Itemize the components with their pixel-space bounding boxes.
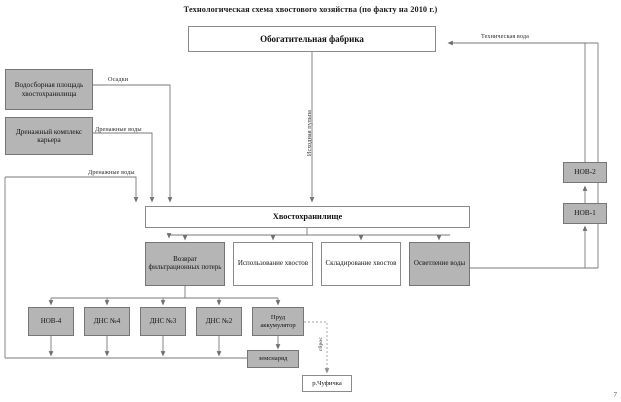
page-title: Технологическая схема хвостового хозяйст… <box>183 5 438 14</box>
node-dns-2[interactable]: ДНС №2 <box>196 307 242 336</box>
node-dredge[interactable]: земснаряд <box>247 350 299 368</box>
node-dns-4-label: ДНС №4 <box>93 316 121 325</box>
node-nov-1-label: НОВ-1 <box>574 208 596 218</box>
edge-label-precipitation: Осадки <box>108 76 129 83</box>
node-dns-3[interactable]: ДНС №3 <box>140 307 186 336</box>
node-nov-2-label: НОВ-2 <box>574 167 596 177</box>
node-nov-4[interactable]: НОВ-4 <box>28 307 74 336</box>
node-accumulator-pond-label: Пруд аккумулятор <box>260 314 296 329</box>
node-storage-of-tailings[interactable]: Складирование хвостов <box>321 242 401 286</box>
node-nov-1[interactable]: НОВ-1 <box>563 203 607 224</box>
node-nov-2[interactable]: НОВ-2 <box>563 162 607 183</box>
node-return-filtration-losses[interactable]: Возврат фильтрационных потерь <box>145 242 225 286</box>
node-tailings-storage[interactable]: Хвостохранилище <box>145 206 470 228</box>
edge-label-drainage-water-1: Дренажные воды <box>95 126 142 133</box>
node-storage-of-tailings-label: Складирование хвостов <box>325 259 397 268</box>
node-dns-3-label: ДНС №3 <box>149 316 177 325</box>
node-dns-2-label: ДНС №2 <box>205 316 233 325</box>
node-watershed[interactable]: Водосборная площадь хвостохранилища <box>5 69 93 110</box>
edge-label-discharge: сброс <box>318 337 324 352</box>
node-dns-4[interactable]: ДНС №4 <box>84 307 130 336</box>
edge-label-technical-water: Техническая вода <box>481 33 530 40</box>
node-river-chufichka-label: р.Чуфичка <box>312 379 342 387</box>
page-mark: 7 <box>613 391 618 399</box>
node-use-of-tailings[interactable]: Использование хвостов <box>233 242 313 286</box>
node-dredge-label: земснаряд <box>258 355 288 363</box>
node-watershed-label: Водосборная площадь хвостохранилища <box>14 81 84 98</box>
node-tailings-storage-label: Хвостохранилище <box>272 212 343 222</box>
node-use-of-tailings-label: Использование хвостов <box>237 259 309 268</box>
node-river-chufichka[interactable]: р.Чуфичка <box>302 375 352 392</box>
node-water-clarification[interactable]: Осветление воды <box>409 242 470 286</box>
node-drainage-complex-label: Дренажный комплекс карьера <box>15 127 83 144</box>
node-nov-4-label: НОВ-4 <box>40 316 62 325</box>
edge-label-initial-pulp: Исходная пульпа <box>306 110 313 157</box>
node-drainage-complex[interactable]: Дренажный комплекс карьера <box>5 117 93 155</box>
node-plant-label: Обогатительная фабрика <box>260 33 364 44</box>
node-accumulator-pond[interactable]: Пруд аккумулятор <box>252 307 304 336</box>
edge-label-drainage-water-2: Дренажные воды <box>88 169 135 176</box>
node-water-clarification-label: Осветление воды <box>413 259 466 268</box>
node-plant[interactable]: Обогатительная фабрика <box>188 26 436 52</box>
node-return-filtration-losses-label: Возврат фильтрационных потерь <box>148 255 222 271</box>
